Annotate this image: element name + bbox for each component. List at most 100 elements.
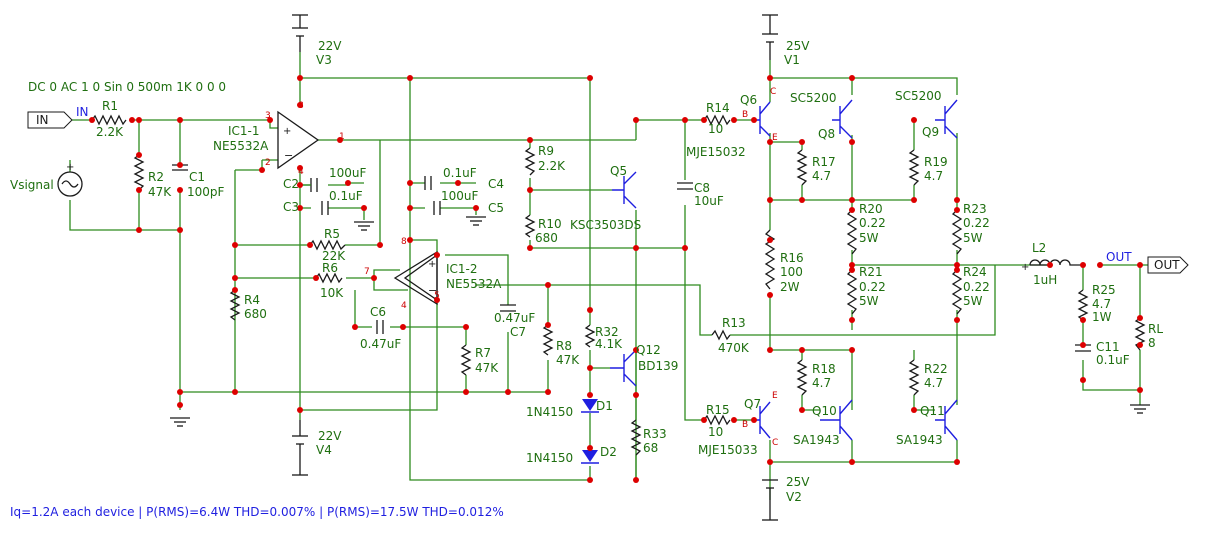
svg-text:C7: C7 (510, 325, 526, 339)
svg-text:R17: R17 (812, 155, 836, 169)
svg-text:4.7: 4.7 (812, 169, 831, 183)
svg-text:R19: R19 (924, 155, 948, 169)
svg-text:Q6: Q6 (740, 93, 757, 107)
svg-text:NE5532A: NE5532A (213, 139, 269, 153)
svg-text:100pF: 100pF (187, 185, 225, 199)
svg-text:8: 8 (1148, 336, 1156, 350)
svg-text:1N4150: 1N4150 (526, 451, 573, 465)
output-port-label: OUT (1154, 258, 1180, 272)
svg-text:SA1943: SA1943 (896, 433, 943, 447)
svg-text:R6: R6 (322, 261, 338, 275)
svg-text:SC5200: SC5200 (895, 89, 942, 103)
svg-text:R32: R32 (595, 325, 619, 339)
svg-text:C1: C1 (189, 170, 205, 184)
svg-text:R13: R13 (722, 316, 746, 330)
svg-text:1N4150: 1N4150 (526, 405, 573, 419)
svg-text:R20: R20 (859, 202, 883, 216)
supply-v3: 22V V3 (292, 14, 342, 67)
supply-v4: 22V V4 (292, 420, 342, 476)
svg-text:4.7: 4.7 (1092, 297, 1111, 311)
svg-text:2.2K: 2.2K (96, 125, 124, 139)
svg-text:10: 10 (708, 122, 723, 136)
svg-text:R25: R25 (1092, 283, 1116, 297)
svg-text:D2: D2 (600, 445, 617, 459)
svg-text:25V: 25V (786, 475, 810, 489)
opamp-ic1-2: + − IC1-2 NE5532A (393, 250, 502, 306)
svg-text:68: 68 (643, 441, 658, 455)
svg-text:680: 680 (535, 231, 558, 245)
svg-text:R22: R22 (924, 362, 948, 376)
svg-text:1uH: 1uH (1033, 273, 1057, 287)
svg-text:R8: R8 (556, 339, 572, 353)
svg-text:+: + (1021, 262, 1029, 273)
svg-text:+: + (66, 162, 74, 173)
svg-text:SA1943: SA1943 (793, 433, 840, 447)
svg-text:R24: R24 (963, 265, 987, 279)
svg-text:R14: R14 (706, 101, 730, 115)
svg-text:C5: C5 (488, 201, 504, 215)
svg-text:10uF: 10uF (694, 194, 724, 208)
svg-text:100: 100 (780, 265, 803, 279)
svg-text:NE5532A: NE5532A (446, 277, 502, 291)
svg-text:470K: 470K (718, 341, 750, 355)
svg-text:BD139: BD139 (638, 359, 678, 373)
svg-text:R21: R21 (859, 265, 883, 279)
svg-text:4.7: 4.7 (924, 376, 943, 390)
svg-text:Q9: Q9 (922, 125, 939, 139)
svg-text:0.1uF: 0.1uF (443, 166, 477, 180)
svg-text:22K: 22K (322, 249, 346, 263)
svg-text:0.22: 0.22 (963, 216, 990, 230)
svg-text:3: 3 (265, 111, 271, 121)
svg-text:R10: R10 (538, 217, 562, 231)
junctions (89, 75, 1143, 483)
svg-text:V4: V4 (316, 443, 332, 457)
svg-text:2.2K: 2.2K (538, 159, 566, 173)
svg-text:L2: L2 (1032, 241, 1046, 255)
svg-text:4.1K: 4.1K (595, 337, 623, 351)
svg-text:0.1uF: 0.1uF (1096, 353, 1130, 367)
svg-text:C11: C11 (1096, 340, 1120, 354)
svg-text:R18: R18 (812, 362, 836, 376)
svg-text:V1: V1 (784, 53, 800, 67)
svg-text:SC5200: SC5200 (790, 91, 837, 105)
svg-text:4: 4 (298, 167, 304, 177)
svg-text:680: 680 (244, 307, 267, 321)
svg-text:1W: 1W (1092, 310, 1112, 324)
svg-text:IC1-1: IC1-1 (228, 124, 260, 138)
svg-text:47K: 47K (556, 353, 580, 367)
svg-text:5W: 5W (859, 294, 879, 308)
svg-text:4.7: 4.7 (924, 169, 943, 183)
svg-text:R5: R5 (324, 227, 340, 241)
in-net-label: IN (76, 105, 89, 119)
vsignal-source: + Vsignal (10, 162, 83, 197)
svg-text:Q5: Q5 (610, 164, 627, 178)
svg-text:D1: D1 (596, 399, 613, 413)
svg-text:5W: 5W (963, 231, 983, 245)
svg-text:100uF: 100uF (329, 166, 367, 180)
svg-text:47K: 47K (475, 361, 499, 375)
svg-text:25V: 25V (786, 39, 810, 53)
svg-text:22V: 22V (318, 39, 342, 53)
transistors: B C E B E C (610, 87, 958, 448)
svg-text:R23: R23 (963, 202, 987, 216)
svg-text:0.1uF: 0.1uF (329, 189, 363, 203)
svg-text:E: E (772, 391, 778, 401)
vsignal-label: Vsignal (10, 178, 54, 192)
svg-text:R1: R1 (102, 99, 118, 113)
svg-text:V3: V3 (316, 53, 332, 67)
svg-text:8: 8 (401, 237, 407, 247)
svg-text:5W: 5W (963, 294, 983, 308)
svg-text:1: 1 (339, 132, 345, 142)
svg-text:4.7: 4.7 (812, 376, 831, 390)
svg-text:100uF: 100uF (441, 189, 479, 203)
svg-text:B: B (742, 110, 748, 120)
svg-text:47K: 47K (148, 185, 172, 199)
svg-text:B: B (742, 420, 748, 430)
svg-text:MJE15032: MJE15032 (686, 145, 746, 159)
diodes (581, 399, 599, 464)
svg-text:KSC3503DS: KSC3503DS (570, 218, 641, 232)
svg-text:5W: 5W (859, 231, 879, 245)
svg-text:0.22: 0.22 (859, 280, 886, 294)
svg-text:22V: 22V (318, 429, 342, 443)
